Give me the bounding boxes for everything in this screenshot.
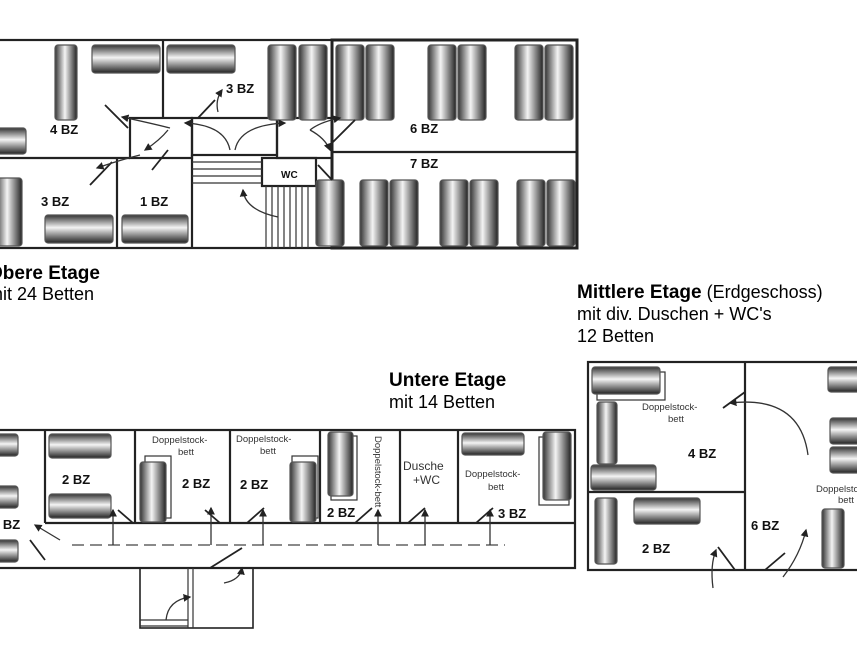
shower-label: Dusche xyxy=(403,459,444,473)
room-label: 6 BZ xyxy=(410,121,438,136)
shower-label: +WC xyxy=(413,473,440,487)
middle-floor-title: Mittlere Etage(Erdgeschoss) xyxy=(577,282,823,303)
room-label: 3 BZ xyxy=(498,506,526,521)
bunk-bed-label: bett xyxy=(260,446,276,457)
upper-floor-plan: 3 BZ 4 BZ 6 BZ 7 BZ WC 3 BZ 1 BZ Obere E… xyxy=(0,38,579,304)
middle-floor-subtitle: mit div. Duschen + WC's xyxy=(577,304,772,324)
room-label: 3 BZ xyxy=(0,517,20,532)
bunk-bed-label: bett xyxy=(838,495,854,506)
bunk-bed-label: bett xyxy=(178,447,194,458)
bunk-bed-label: Doppelstock- xyxy=(236,434,291,445)
bunk-bed-label: bett xyxy=(488,482,504,493)
beds xyxy=(0,431,572,563)
room-label: 4 BZ xyxy=(688,446,716,461)
bunk-bed-label: bett xyxy=(668,414,684,425)
room-label: 3 BZ xyxy=(226,81,254,96)
bunk-bed-label: Doppelstock-bett xyxy=(372,436,383,508)
beds xyxy=(590,366,857,569)
lower-floor-subtitle: mit 14 Betten xyxy=(389,392,495,412)
beds xyxy=(0,44,576,247)
bunk-bed-label: Doppelstock- xyxy=(465,469,520,480)
lower-floor-title: Untere Etage xyxy=(389,370,506,391)
bunk-bed-label: Doppelstock- xyxy=(816,484,857,495)
direction-arrows xyxy=(95,88,342,218)
lower-outer-wall xyxy=(0,428,577,570)
room-label: 2 BZ xyxy=(327,505,355,520)
room-label: 2 BZ xyxy=(62,472,90,487)
upper-floor-subtitle: mit 24 Betten xyxy=(0,284,94,304)
room-label: 2 BZ xyxy=(642,541,670,556)
room-label: 3 BZ xyxy=(41,194,69,209)
wc-room xyxy=(260,156,318,188)
direction-arrows xyxy=(709,398,809,589)
direction-arrows xyxy=(33,506,494,545)
room-label: 2 BZ xyxy=(182,476,210,491)
upper-floor-title: Obere Etage xyxy=(0,263,100,284)
stairs xyxy=(192,161,309,248)
entrance xyxy=(139,566,254,629)
doors xyxy=(717,391,786,571)
middle-floor-plan: Doppelstock- bett 4 BZ 2 BZ 6 BZ Doppels… xyxy=(577,282,857,589)
room-label: 6 BZ xyxy=(751,518,779,533)
middle-floor-title-suffix: (Erdgeschoss) xyxy=(707,282,823,302)
bunk-bed-label: Doppelstock- xyxy=(642,402,697,413)
bunk-bed-label: Doppelstock- xyxy=(152,435,207,446)
doors xyxy=(89,99,356,186)
middle-floor-title-bold: Mittlere Etage xyxy=(577,282,702,303)
room-label: 1 BZ xyxy=(140,194,168,209)
middle-outer-wall xyxy=(586,360,857,572)
middle-floor-beds: 12 Betten xyxy=(577,326,654,346)
room-label: 2 BZ xyxy=(240,477,268,492)
room-label: WC xyxy=(281,170,298,181)
lower-floor-plan: 3 BZ 2 BZ Doppelstock- bett 2 BZ Doppels… xyxy=(0,370,577,629)
room-label: 7 BZ xyxy=(410,156,438,171)
room-label: 4 BZ xyxy=(50,122,78,137)
